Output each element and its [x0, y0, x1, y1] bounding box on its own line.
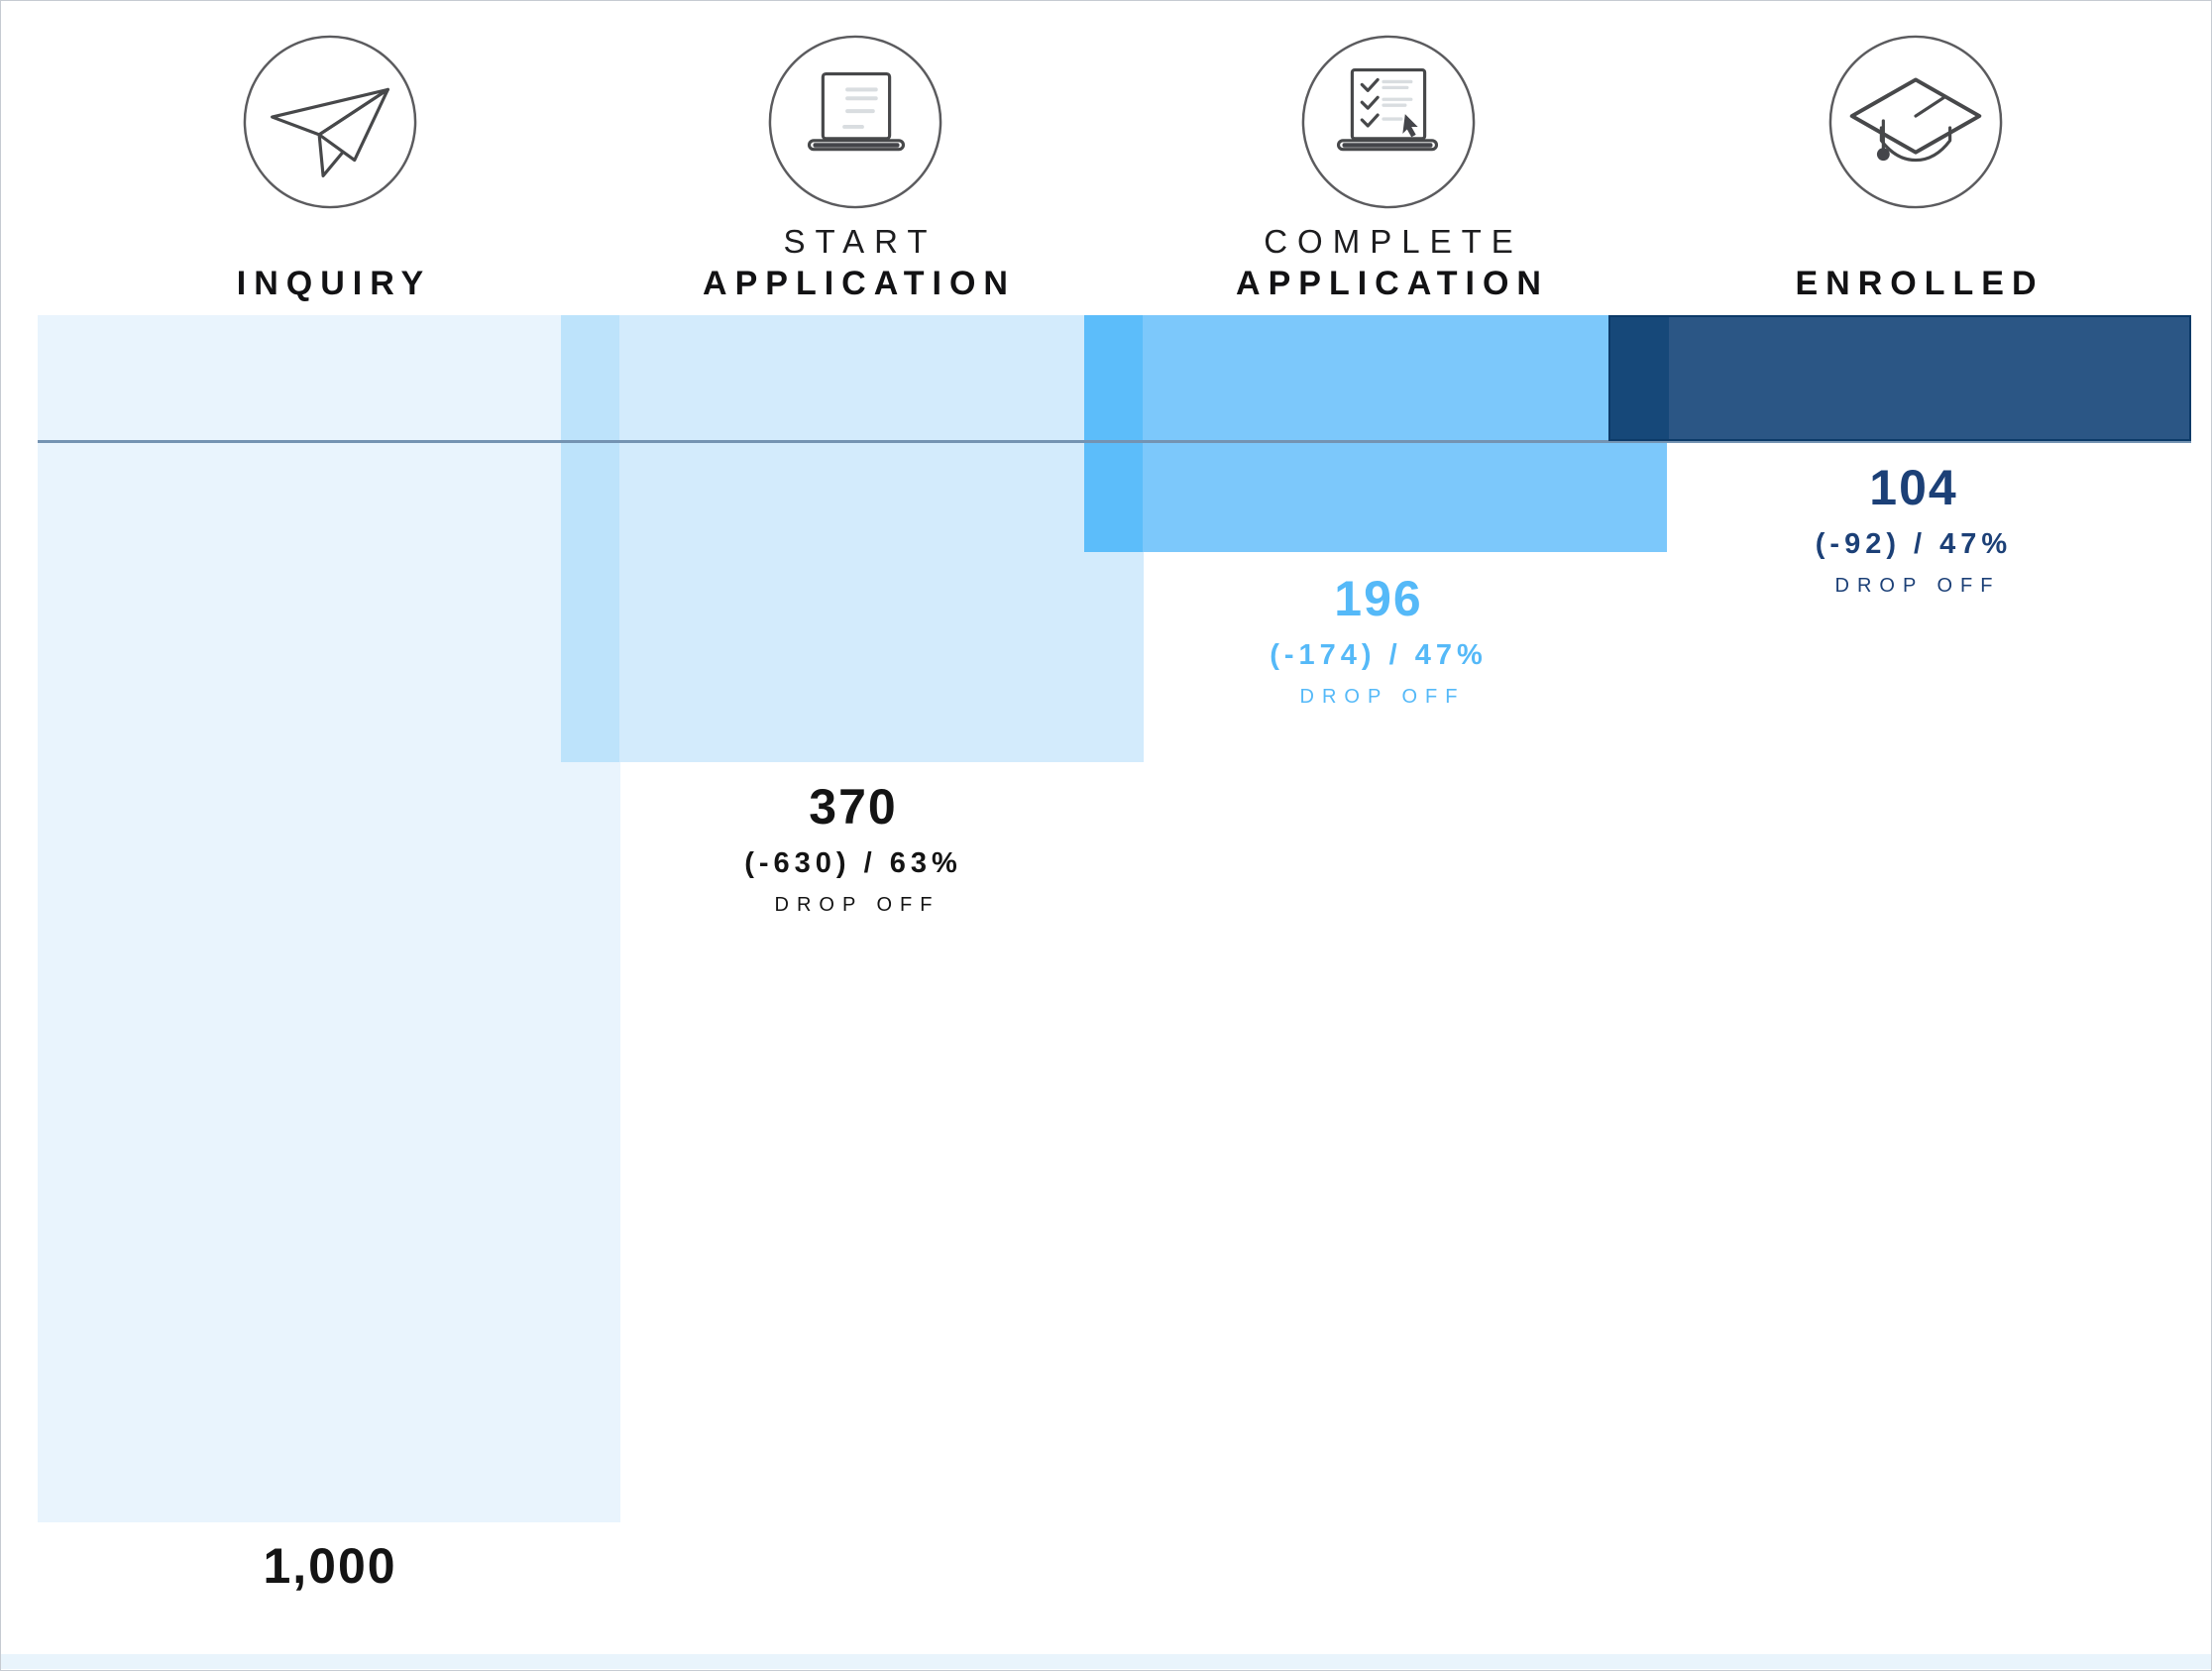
stage-label: INQUIRY: [236, 264, 432, 302]
stage-label: APPLICATION: [703, 264, 1016, 302]
overlap-inquiry-start: [561, 315, 619, 762]
dropoff-label-complete-application: DROP OFF: [1299, 685, 1466, 708]
laptop-icon: [768, 35, 942, 209]
dropoff-label-enrolled: DROP OFF: [1834, 574, 2001, 597]
dropoff-delta-start-application: (-630) / 63%: [744, 847, 962, 879]
value-block-inquiry: 1,000: [102, 1539, 558, 1594]
stage-header-start-application: START APPLICATION: [617, 31, 1093, 304]
dropoff-label-start-application: DROP OFF: [774, 893, 940, 916]
bar-start-application: [561, 315, 1144, 762]
stage-label-line1: START: [783, 223, 938, 261]
bar-enrolled: [1608, 315, 2191, 441]
dropoff-delta-complete-application: (-174) / 47%: [1270, 639, 1488, 671]
value-complete-application: 196: [1334, 571, 1423, 626]
paper-plane-icon: [243, 35, 417, 209]
stage-header-complete-application: COMPLETE APPLICATION: [1151, 31, 1626, 304]
value-block-complete-application: 196 (-174) / 47% DROP OFF: [1151, 572, 1606, 709]
bar-inquiry: [38, 315, 620, 1522]
checklist-laptop-icon: [1301, 35, 1476, 209]
overlap-start-complete: [1084, 315, 1143, 552]
stage-label-line1: COMPLETE: [1264, 223, 1523, 261]
stage-header-enrolled: ENROLLED: [1678, 31, 2154, 304]
value-block-start-application: 370 (-630) / 63% DROP OFF: [625, 780, 1081, 917]
value-enrolled: 104: [1869, 460, 1958, 515]
enrolled-baseline: [38, 440, 2191, 443]
bar-complete-application: [1084, 315, 1667, 552]
value-block-enrolled: 104 (-92) / 47% DROP OFF: [1686, 461, 2142, 598]
stage-label: APPLICATION: [1236, 264, 1549, 302]
graduation-cap-icon: [1828, 35, 2003, 209]
stage-header-inquiry: INQUIRY: [92, 31, 568, 304]
stage-label: ENROLLED: [1795, 264, 2045, 302]
overlap-complete-enrolled: [1610, 317, 1669, 439]
value-start-application: 370: [809, 779, 898, 835]
value-inquiry: 1,000: [263, 1538, 397, 1594]
dropoff-delta-enrolled: (-92) / 47%: [1815, 528, 2013, 560]
bottom-strip: [1, 1654, 2211, 1669]
